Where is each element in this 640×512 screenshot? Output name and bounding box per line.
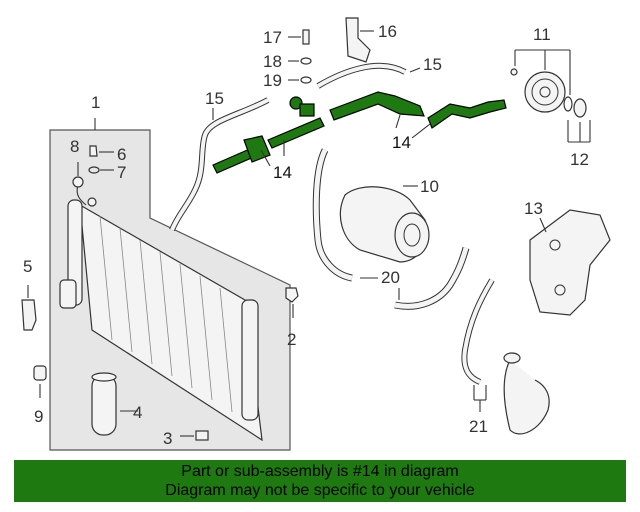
- compressor-clutch: [510, 49, 591, 143]
- condenser-group: [49, 118, 291, 451]
- banner-line-disclaimer: Diagram may not be specific to your vehi…: [165, 482, 475, 499]
- callout-15-right: 15: [423, 55, 442, 74]
- callout-16: 16: [378, 22, 397, 41]
- callout-7: 7: [117, 163, 126, 182]
- hose-20: [312, 148, 470, 310]
- callout-4: 4: [133, 403, 142, 422]
- callout-19: 19: [263, 71, 282, 90]
- small-hardware: [21, 145, 299, 441]
- callout-14-left: 14: [273, 163, 292, 182]
- callout-17: 17: [263, 28, 282, 47]
- hose-21: [461, 278, 550, 435]
- hose-15-left: [169, 97, 270, 232]
- callout-13: 13: [524, 199, 543, 218]
- callout-15-left: 15: [205, 89, 224, 108]
- callout-14-right: 14: [392, 133, 411, 152]
- callout-20: 20: [381, 268, 400, 287]
- callout-3: 3: [163, 429, 172, 448]
- callout-1: 1: [91, 93, 100, 112]
- callout-11: 11: [533, 25, 551, 44]
- banner-line-part-number: Part or sub-assembly is #14 in diagram: [181, 463, 459, 480]
- hose-15-right: [316, 62, 421, 89]
- callout-8: 8: [70, 137, 79, 156]
- part-notice-banner: Part or sub-assembly is #14 in diagram D…: [14, 460, 626, 502]
- upper-small-parts: [288, 17, 374, 84]
- callout-10: 10: [420, 177, 439, 196]
- highlighted-part-14: [212, 91, 507, 174]
- callout-12: 12: [570, 150, 589, 169]
- callout-6: 6: [117, 145, 126, 164]
- callout-21: 21: [469, 417, 488, 436]
- callout-2: 2: [287, 330, 296, 349]
- exploded-parts-diagram: 1 2 3 4 5 6 7 8 9 10 11 12 13 14 14 15 1…: [21, 17, 611, 451]
- callout-18: 18: [263, 52, 282, 71]
- callout-5: 5: [23, 257, 32, 276]
- callout-9: 9: [34, 407, 43, 426]
- compressor: [339, 185, 430, 263]
- mounting-bracket: [529, 209, 611, 316]
- receiver-drier: [91, 372, 138, 436]
